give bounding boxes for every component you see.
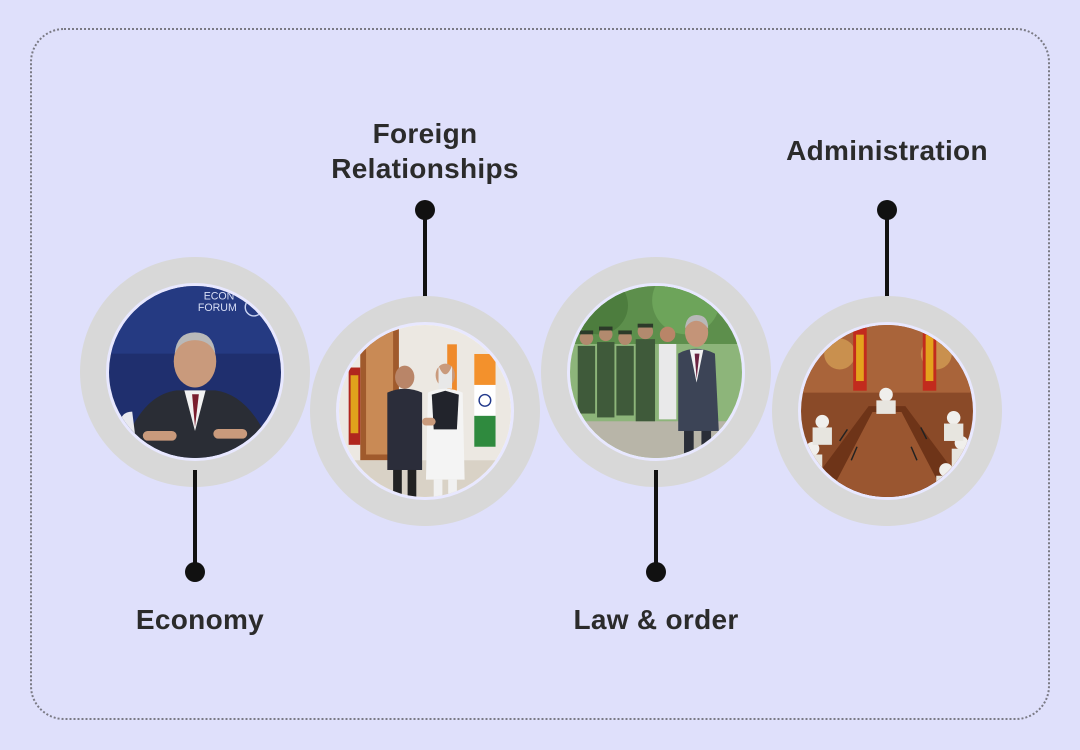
law-order-label: Law & order	[541, 602, 771, 637]
administration-label-text: Administration	[786, 135, 988, 166]
foreign-connector-line	[423, 208, 427, 308]
foreign-relationships-ring	[310, 296, 540, 526]
administration-ring	[772, 296, 1002, 526]
administration-connector-line	[885, 208, 889, 308]
administration-photo	[798, 322, 976, 500]
law-order-connector-dot	[646, 562, 666, 582]
foreign-label-line-2: Relationships	[331, 153, 519, 184]
economy-label-text: Economy	[135, 604, 265, 635]
backdrop-text-forum: FORUM	[198, 302, 237, 314]
economy-label: Economy	[100, 602, 300, 637]
foreign-relationships-photo	[336, 322, 514, 500]
economy-connector-dot	[185, 562, 205, 582]
economy-photo: ECON FORUM	[106, 283, 284, 461]
foreign-label-line-1: Foreign	[372, 118, 478, 149]
foreign-relationships-label: Foreign Relationships	[300, 116, 550, 186]
administration-label: Administration	[756, 133, 1018, 168]
law-order-ring	[541, 257, 771, 487]
dotted-frame	[30, 28, 1050, 720]
backdrop-text-econ: ECON	[204, 291, 235, 303]
law-order-connector-line	[654, 470, 658, 570]
economy-connector-line	[193, 470, 197, 570]
economy-ring: ECON FORUM	[80, 257, 310, 487]
law-order-photo	[567, 283, 745, 461]
law-order-label-text: Law & order	[573, 604, 739, 635]
